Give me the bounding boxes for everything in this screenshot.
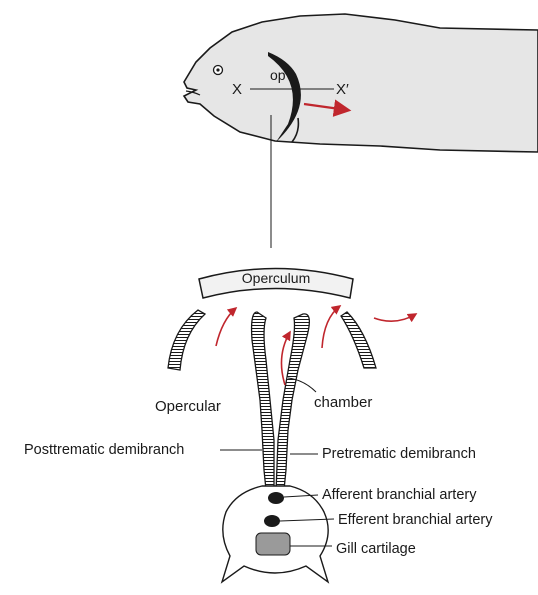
op-label: op <box>270 67 286 83</box>
operculum-label: Operculum <box>242 270 310 286</box>
neighbor-arch-left <box>168 310 205 370</box>
water-flow-arrows <box>216 306 416 385</box>
flow-arrow-4 <box>374 314 416 321</box>
gill-cartilage-shape <box>256 533 290 555</box>
x-label: X <box>232 81 242 98</box>
operculum-plate: Operculum <box>199 269 353 299</box>
gill-arch-base <box>222 486 328 582</box>
afferent-label: Afferent branchial artery <box>322 487 477 503</box>
opercular-label: Opercular <box>155 398 221 415</box>
posttrematic-label: Posttrematic demibranch <box>24 442 184 458</box>
pretrematic-demibranch-shape <box>276 314 309 492</box>
eye-pupil <box>216 68 219 71</box>
neighbor-arch-right <box>341 312 376 368</box>
efferent-label: Efferent branchial artery <box>338 512 493 528</box>
efferent-artery-dot <box>264 515 280 527</box>
gill-cartilage-label: Gill cartilage <box>336 541 416 557</box>
posttrematic-demibranch-shape <box>252 312 274 492</box>
fish-head: X X′ op <box>184 14 538 152</box>
flow-arrow-1 <box>216 308 236 346</box>
chamber-label: chamber <box>314 394 372 411</box>
x-prime-label: X′ <box>336 81 349 98</box>
pretrematic-label: Pretrematic demibranch <box>322 446 476 462</box>
flow-arrow-3 <box>322 306 340 348</box>
afferent-artery-dot <box>268 492 284 504</box>
